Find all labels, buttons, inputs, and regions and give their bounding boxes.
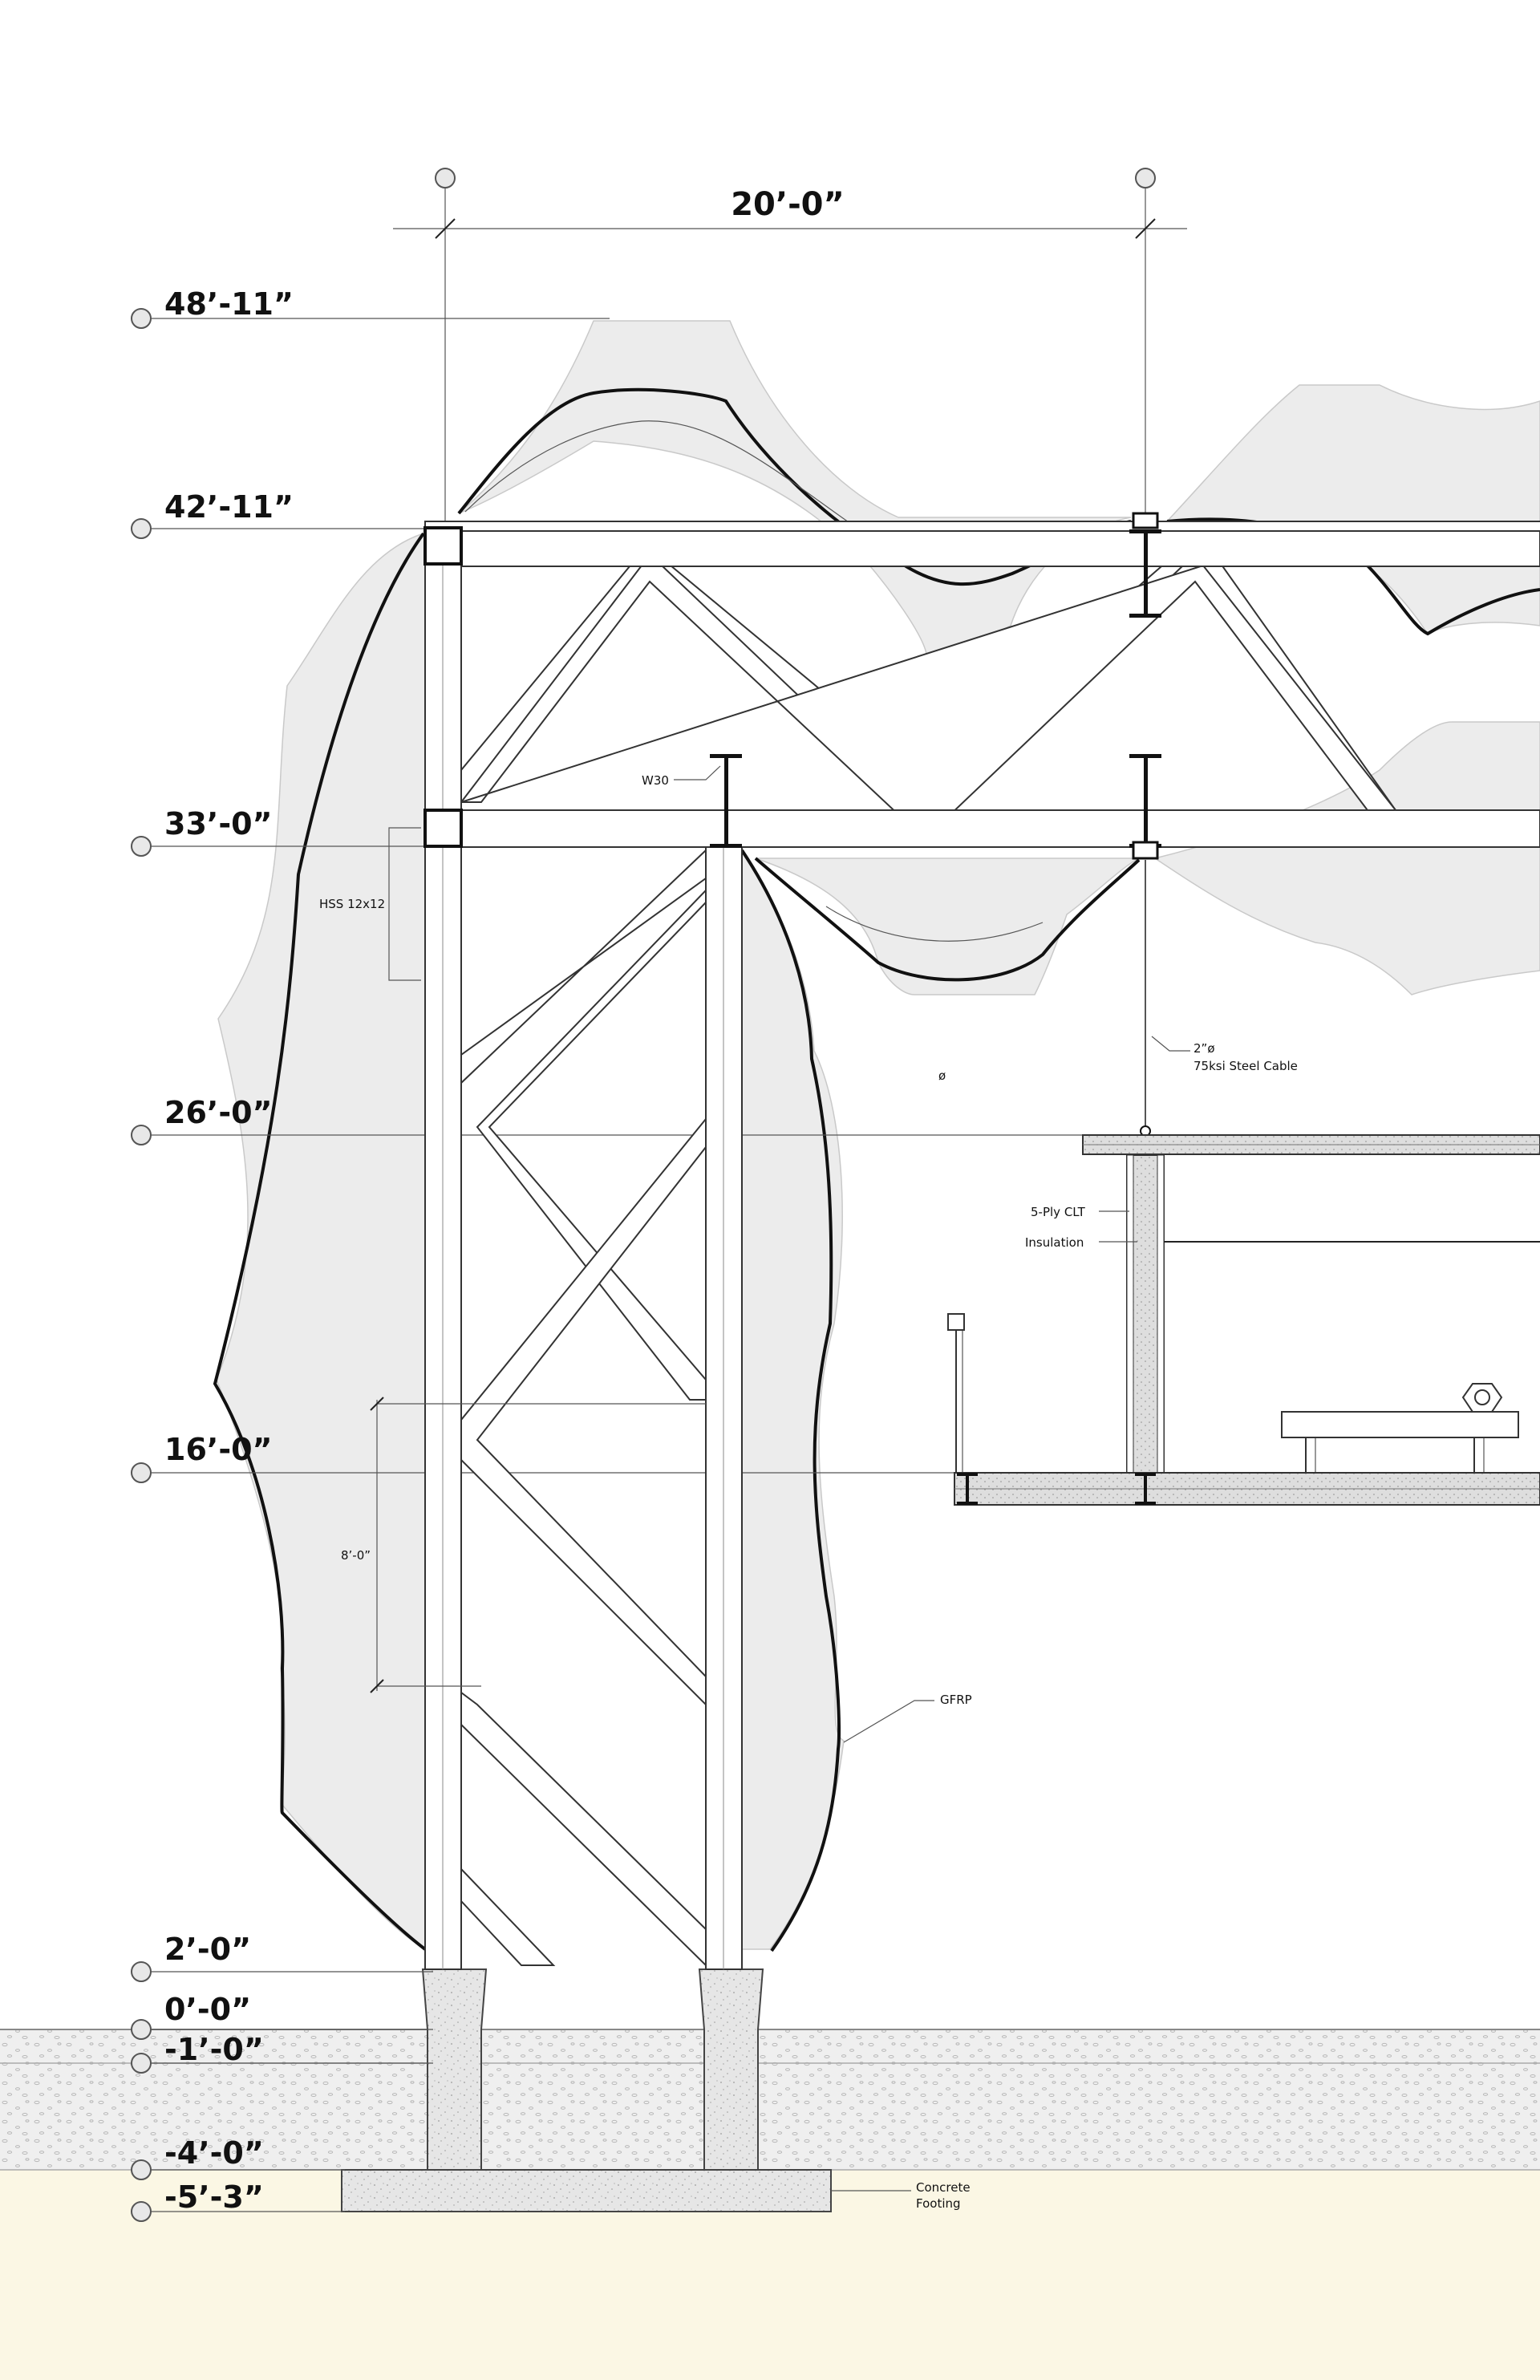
spacing-dimension-label: 8’-0” <box>341 1548 371 1563</box>
grid-bubble-right <box>1135 168 1156 189</box>
level-label-2-0: 2’-0” <box>164 1932 251 1967</box>
cable-size-callout: 2”ø <box>1194 1041 1215 1056</box>
gfrp-skin-left <box>213 532 427 1951</box>
pier-right <box>698 1968 764 2171</box>
columns <box>424 529 743 1970</box>
level-label-16-0: 16’-0” <box>164 1432 273 1467</box>
hss-node-middle <box>424 809 463 848</box>
floor-beam-left <box>957 1473 978 1505</box>
railing-post <box>947 1313 965 1331</box>
grid-dimension-label: 20’-0” <box>731 186 845 223</box>
level-label-48-11: 48’-11” <box>164 286 294 322</box>
spacing-dimension: 8’-0” <box>341 1397 706 1693</box>
level-label-33-0: 33’-0” <box>164 806 273 841</box>
pier-left <box>421 1968 488 2171</box>
steel-cable <box>1140 860 1151 1137</box>
level-label-neg-5-3: -5’-3” <box>164 2179 264 2215</box>
canopy-middle <box>754 857 1141 995</box>
floor-beam-right <box>1135 1473 1156 1505</box>
truss-lower <box>460 848 707 1968</box>
concrete-footing <box>341 2169 832 2212</box>
hss-bracket <box>388 827 421 981</box>
gravel-layer <box>0 2029 1540 2170</box>
canopy-right <box>1153 721 1540 995</box>
floor-system <box>947 1134 1540 1506</box>
grid-dimension: 20’-0” <box>393 168 1187 533</box>
bench <box>1281 1411 1519 1438</box>
w30-callout: W30 <box>642 773 669 788</box>
w30-sections <box>710 512 1161 860</box>
clt-callout: 5-Ply CLT <box>1031 1205 1086 1219</box>
footing-callout-line1: Concrete <box>916 2180 971 2195</box>
hss-callout: HSS 12x12 <box>319 897 385 911</box>
gfrp-skin-middle <box>740 848 845 1952</box>
diameter-symbol: ø <box>938 1068 946 1083</box>
beams <box>424 521 1540 848</box>
footing-callout-line2: Footing <box>916 2196 961 2211</box>
beam-middle <box>424 809 1540 848</box>
gfrp-callout: GFRP <box>940 1693 972 1707</box>
beam-top <box>424 521 1540 532</box>
w30-left <box>710 754 742 848</box>
grid-bubble-left <box>435 168 456 189</box>
level-markers: 48’-11” 42’-11” 33’-0” 26’-0” 16’-0” 2’-… <box>131 286 294 2222</box>
level-label-42-11: 42’-11” <box>164 489 294 525</box>
level-label-26-0: 26’-0” <box>164 1095 273 1130</box>
level-label-neg-1-0: -1’-0” <box>164 2032 264 2067</box>
callouts: W30 HSS 12x12 2”ø 75ksi Steel Cable ø 5-… <box>319 765 1540 2211</box>
level-label-0-0: 0’-0” <box>164 1992 251 2027</box>
insulation-callout: Insulation <box>1025 1235 1084 1250</box>
furniture <box>1281 1383 1519 1473</box>
level-label-neg-4-0: -4’-0” <box>164 2135 264 2171</box>
hss-node-top <box>424 526 463 566</box>
canopy-top <box>457 320 1132 655</box>
w30-top <box>1129 529 1161 618</box>
cable-type-callout: 75ksi Steel Cable <box>1194 1059 1298 1073</box>
